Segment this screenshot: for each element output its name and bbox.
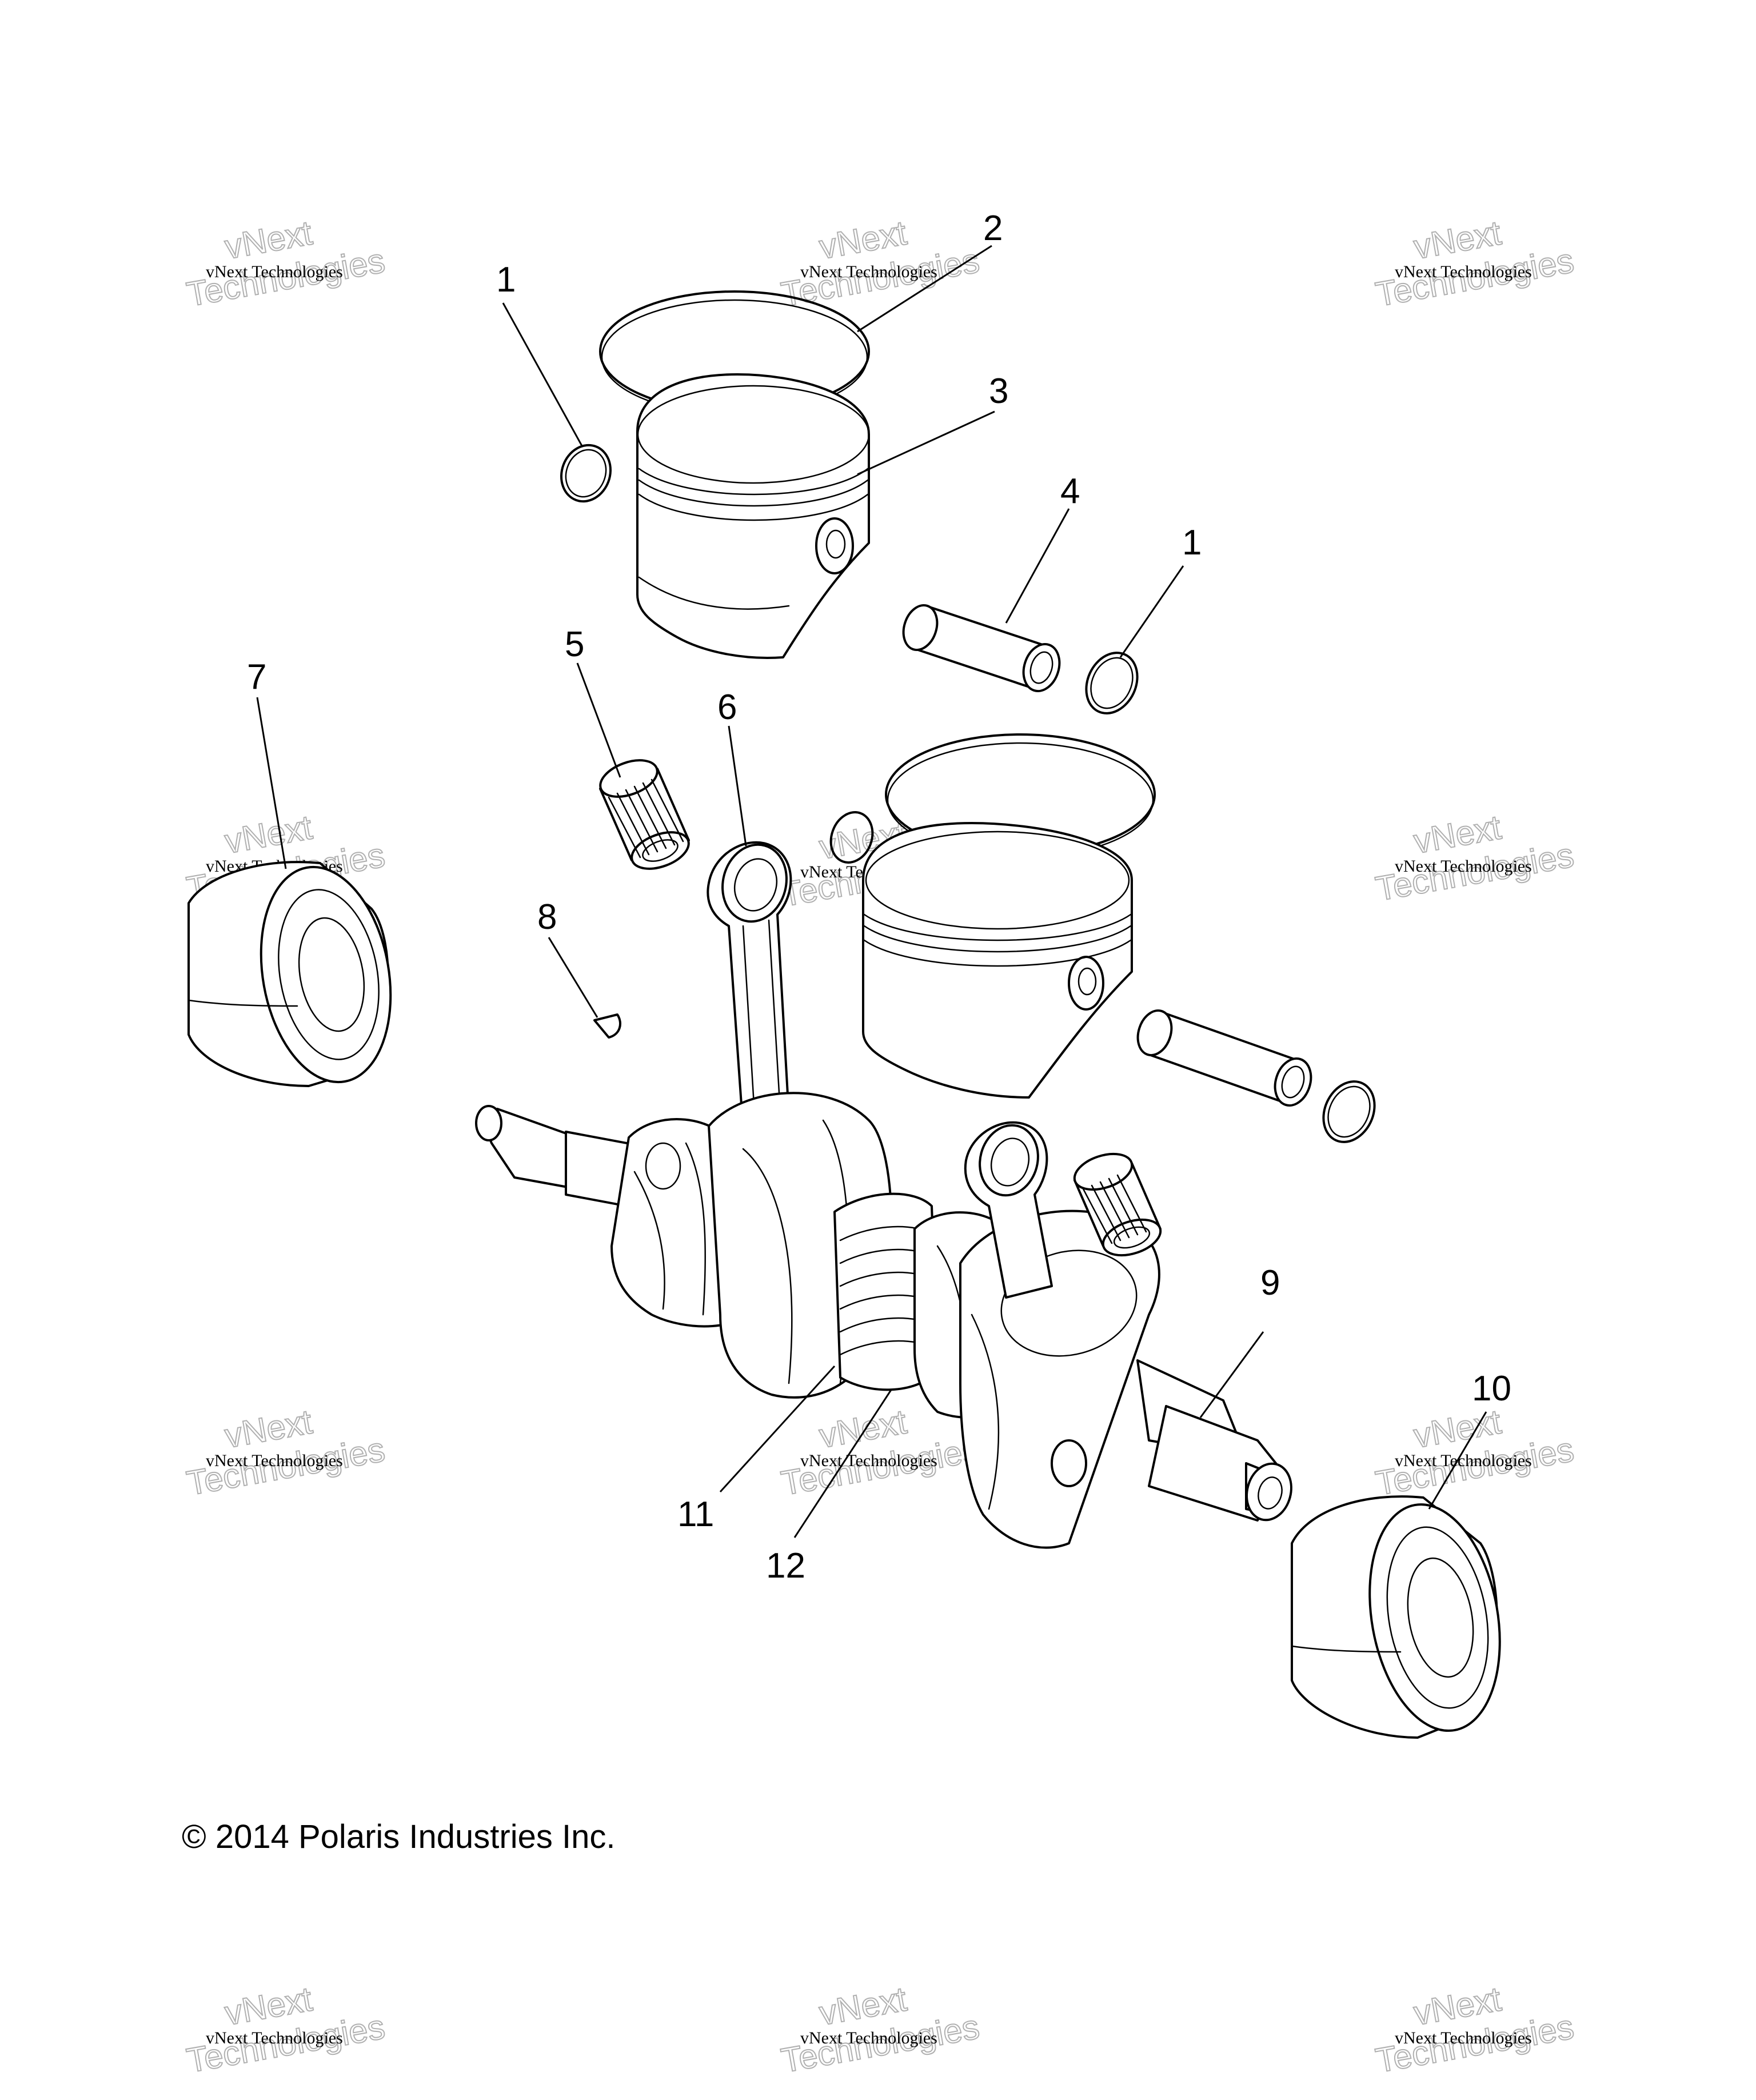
- callout-2: 2: [983, 209, 1003, 248]
- callout-1-upper-left: 1: [496, 260, 516, 300]
- piston-pin-lower: [1136, 1009, 1312, 1107]
- callout-9: 9: [1260, 1263, 1280, 1303]
- svg-text:vNext Technologies: vNext Technologies: [800, 2029, 937, 2047]
- callout-labels: 1 2 3 4 1 5 6 7 8 9 10 11 12: [247, 209, 1511, 1586]
- woodruff-key: [593, 1013, 621, 1039]
- svg-text:vNext Technologies: vNext Technologies: [1395, 2029, 1532, 2047]
- circlip-middle: [829, 811, 874, 864]
- piston-top: [636, 373, 870, 659]
- watermark-bottom-right: vNext Technologies vNext Technologies: [1372, 1979, 1578, 2081]
- callout-11: 11: [677, 1495, 714, 1534]
- callout-7: 7: [247, 657, 266, 697]
- callout-3: 3: [989, 372, 1008, 411]
- circlip-upper-left: [560, 444, 612, 503]
- main-bearing-left: [187, 861, 392, 1087]
- svg-text:vNext Technologies: vNext Technologies: [1395, 1451, 1532, 1470]
- watermark-top-right: vNext Technologies vNext Technologies: [1372, 213, 1578, 314]
- needle-bearing-lower: [1073, 1152, 1162, 1257]
- watermark-low-right: vNext Technologies vNext Technologies: [1372, 1402, 1578, 1503]
- crankshaft: [475, 1092, 1292, 1549]
- callout-5: 5: [565, 625, 584, 664]
- svg-text:vNext Technologies: vNext Technologies: [206, 1451, 343, 1470]
- circlip-lower-right: [1322, 1080, 1376, 1143]
- svg-text:vNext Technologies: vNext Technologies: [206, 2029, 343, 2047]
- leader-lines: [256, 245, 1487, 1538]
- needle-bearing-upper: [599, 759, 690, 870]
- callout-8: 8: [537, 897, 557, 937]
- callout-10: 10: [1472, 1369, 1511, 1408]
- main-bearing-right: [1291, 1495, 1501, 1739]
- copyright-notice: © 2014 Polaris Industries Inc.: [182, 1818, 616, 1855]
- svg-text:vNext Technologies: vNext Technologies: [1395, 262, 1532, 281]
- watermark-low-left: vNext Technologies vNext Technologies: [183, 1402, 389, 1503]
- svg-text:vNext Technologies: vNext Technologies: [206, 262, 343, 281]
- watermark-bottom-center: vNext Technologies vNext Technologies: [778, 1979, 983, 2081]
- svg-text:vNext Technologies: vNext Technologies: [800, 1451, 937, 1470]
- connecting-rod-left: [707, 841, 792, 1130]
- svg-text:vNext Technologies: vNext Technologies: [1395, 857, 1532, 876]
- watermark-bottom-left: vNext Technologies vNext Technologies: [183, 1979, 389, 2081]
- callout-6: 6: [717, 688, 737, 727]
- svg-text:vNext Technologies: vNext Technologies: [800, 262, 937, 281]
- watermark-top-center: vNext Technologies vNext Technologies: [778, 213, 983, 314]
- callout-1-right: 1: [1182, 523, 1202, 562]
- piston-pin-upper: [902, 604, 1061, 693]
- watermark-mid-right: vNext Technologies vNext Technologies: [1372, 807, 1578, 909]
- circlip-upper-right: [1085, 652, 1139, 714]
- callout-4: 4: [1060, 472, 1080, 511]
- watermark-top-left: vNext Technologies vNext Technologies: [183, 213, 389, 314]
- callout-12: 12: [766, 1546, 805, 1586]
- piston-lower: [862, 822, 1133, 1099]
